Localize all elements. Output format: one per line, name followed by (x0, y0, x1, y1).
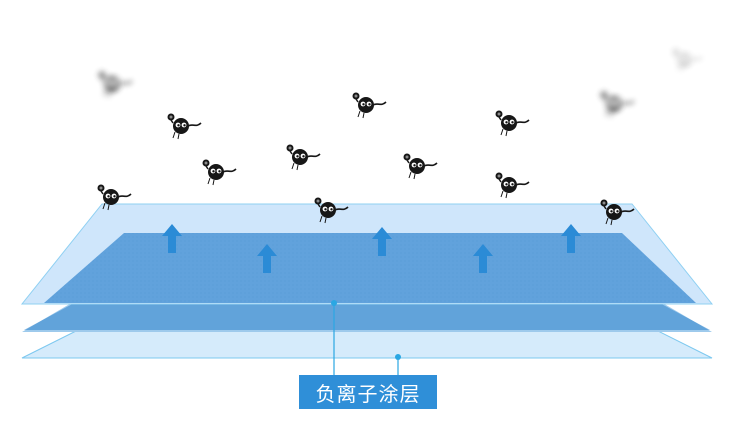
mosquito-icon (166, 112, 202, 140)
up-arrow-icon (561, 224, 581, 253)
mosquito-icon (494, 109, 530, 137)
callout-dot (395, 354, 401, 360)
arrows (162, 224, 581, 273)
coating-label: 负离子涂层 (299, 375, 437, 409)
mosquito-icon (494, 171, 530, 199)
mosquito-icon (351, 91, 387, 119)
up-arrow-icon (257, 244, 277, 273)
mosquito-icon (599, 90, 635, 118)
up-arrow-icon (162, 224, 182, 253)
mosquito-icon (672, 48, 703, 72)
up-arrow-icon (372, 227, 392, 256)
mosquito-icon (402, 152, 438, 180)
up-arrow-icon (473, 244, 493, 273)
mosquito-icon (285, 143, 321, 171)
mosquito-icon (201, 158, 237, 186)
callout-lines (333, 303, 399, 377)
mosquito-icon (97, 70, 133, 98)
blurred-mosquitoes (97, 48, 703, 118)
callout-dot (331, 300, 337, 306)
coating-label-text: 负离子涂层 (315, 381, 421, 406)
